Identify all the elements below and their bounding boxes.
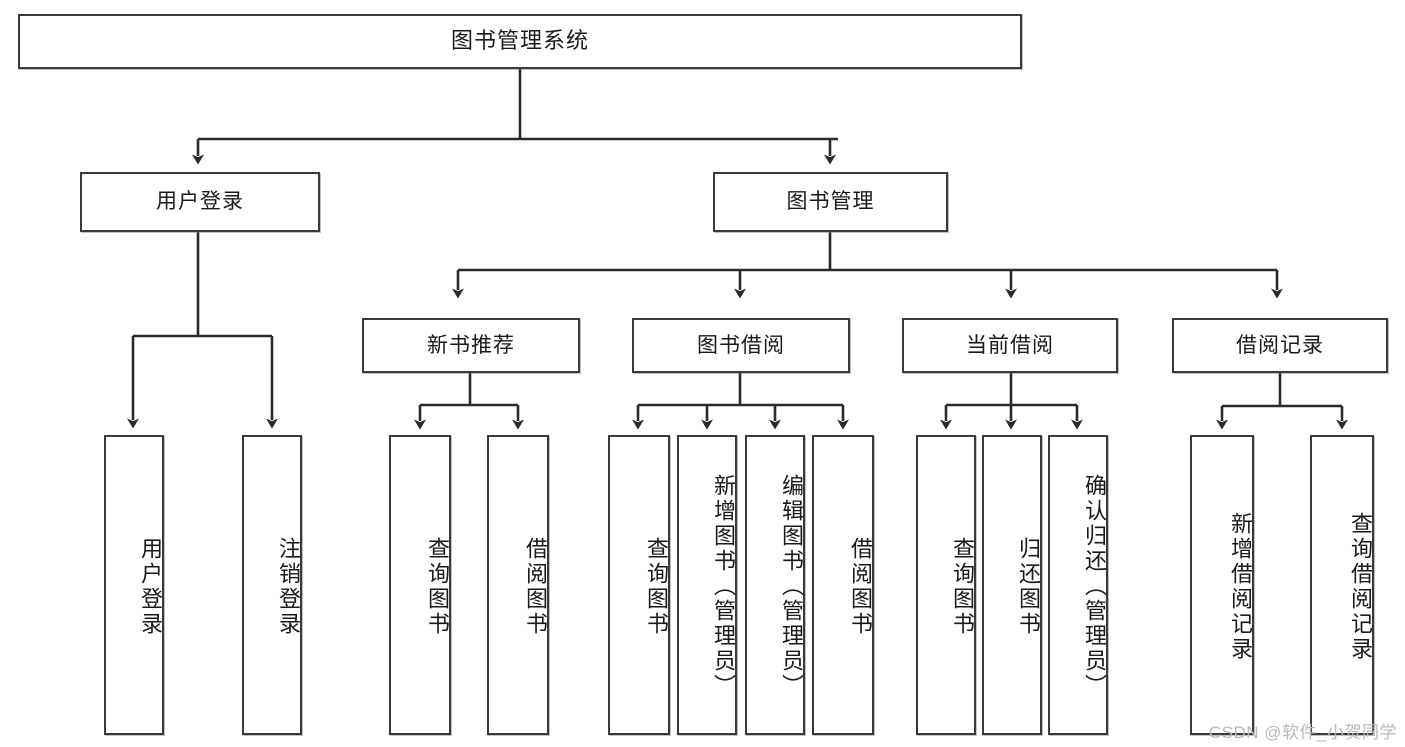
leaf-current-borrow-return-book[interactable]: 归还图书: [982, 435, 1042, 735]
node-label: 新增图书（管理员）: [711, 474, 736, 699]
node-label: 图书管理系统: [450, 28, 589, 54]
leaf-current-borrow-query-book[interactable]: 查询图书: [916, 435, 976, 735]
leaf-user-login-logout[interactable]: 注销登录: [242, 435, 302, 735]
node-label: 图书管理: [786, 190, 875, 214]
leaf-book-borrow-borrow-book[interactable]: 借阅图书: [812, 435, 874, 735]
node-current-borrow[interactable]: 当前借阅: [902, 318, 1118, 373]
leaf-new-book-query-book[interactable]: 查询图书: [389, 435, 451, 735]
node-label: 用户登录: [156, 190, 244, 214]
leaf-current-borrow-confirm-return-admin[interactable]: 确认归还（管理员）: [1048, 435, 1108, 735]
watermark: CSDN @软件_小贺同学: [1208, 723, 1397, 742]
node-label: 用户登录: [138, 537, 163, 637]
node-book-borrow[interactable]: 图书借阅: [632, 318, 850, 373]
node-label: 图书借阅: [697, 333, 785, 357]
leaf-borrow-record-query-record[interactable]: 查询借阅记录: [1310, 435, 1374, 735]
node-borrow-record[interactable]: 借阅记录: [1172, 318, 1388, 373]
leaf-borrow-record-add-record[interactable]: 新增借阅记录: [1190, 435, 1254, 735]
node-user-login[interactable]: 用户登录: [80, 172, 320, 232]
node-label: 借阅图书: [523, 537, 548, 637]
node-label: 新增借阅记录: [1228, 512, 1253, 662]
node-new-book-recommend[interactable]: 新书推荐: [362, 318, 580, 373]
leaf-book-borrow-add-book-admin[interactable]: 新增图书（管理员）: [677, 435, 737, 735]
node-label: 编辑图书（管理员）: [779, 474, 804, 699]
leaf-book-borrow-edit-book-admin[interactable]: 编辑图书（管理员）: [745, 435, 805, 735]
node-label: 借阅图书: [848, 537, 873, 637]
node-root-book-management-system[interactable]: 图书管理系统: [18, 14, 1022, 69]
node-label: 查询借阅记录: [1348, 512, 1373, 662]
node-label: 查询图书: [950, 537, 975, 637]
leaf-user-login-login[interactable]: 用户登录: [104, 435, 164, 735]
leaf-book-borrow-query-book[interactable]: 查询图书: [608, 435, 670, 735]
node-label: 新书推荐: [427, 333, 515, 357]
node-label: 借阅记录: [1236, 333, 1324, 357]
leaf-new-book-borrow-book[interactable]: 借阅图书: [487, 435, 549, 735]
node-label: 查询图书: [425, 537, 450, 637]
node-label: 注销登录: [276, 537, 301, 637]
node-label: 确认归还（管理员）: [1082, 474, 1107, 699]
node-book-management[interactable]: 图书管理: [713, 172, 948, 232]
node-label: 归还图书: [1016, 537, 1041, 637]
node-label: 当前借阅: [966, 333, 1054, 357]
node-label: 查询图书: [644, 537, 669, 637]
